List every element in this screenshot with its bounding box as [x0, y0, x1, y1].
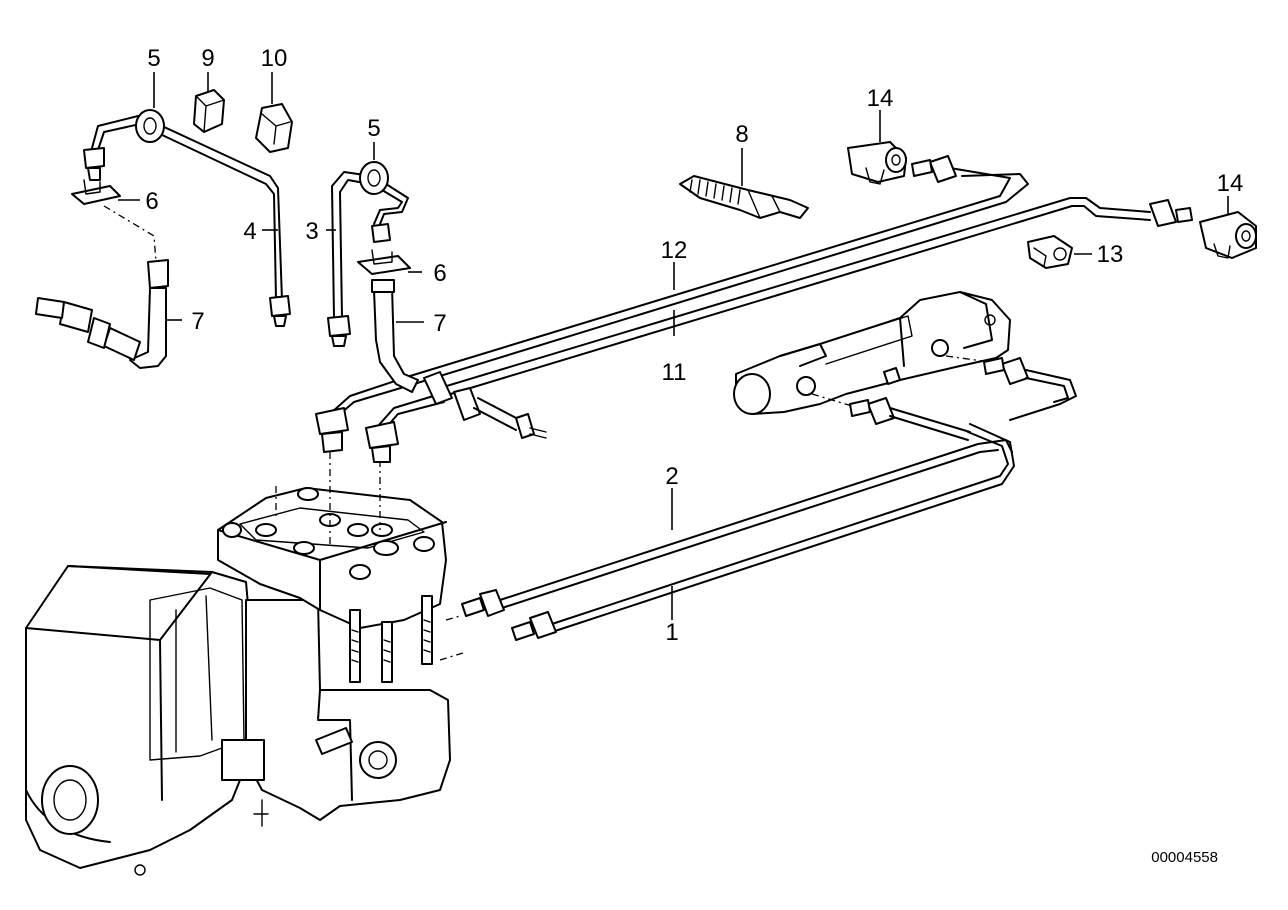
- brake-distributor-14-left: [847, 141, 907, 185]
- callout-10: 10: [261, 45, 288, 72]
- callout-9: 9: [201, 45, 214, 72]
- callout-14-right: 14: [1217, 170, 1244, 197]
- bracket-6-middle: [357, 249, 411, 275]
- master-cylinder: [733, 291, 1011, 415]
- brake-line-1: [511, 423, 1015, 641]
- bracket-6-left: [71, 179, 121, 205]
- leader-lines: [118, 72, 1229, 620]
- mounting-studs: [349, 595, 433, 683]
- callout-7-left: 7: [191, 308, 204, 335]
- brake-hose-7-right: [371, 279, 547, 439]
- callout-13: 13: [1097, 241, 1124, 268]
- grommet-5-left: [135, 109, 165, 143]
- callout-6-left: 6: [145, 188, 158, 215]
- brake-line-11: [439, 197, 1193, 397]
- brake-hose-7-left: [35, 205, 169, 369]
- clip-9: [193, 89, 225, 133]
- callout-5-left: 5: [147, 45, 160, 72]
- clip-13: [1027, 235, 1073, 269]
- callout-8: 8: [735, 121, 748, 148]
- valve-block-pipes: [315, 375, 445, 463]
- brake-line-2: [461, 439, 1013, 617]
- callouts: 5 9 10 5 6 4 3 6 7 7 8 14 14 13 12 11 2 …: [145, 45, 1243, 646]
- brake-distributor-14-right: [1199, 211, 1257, 259]
- callout-12: 12: [661, 237, 688, 264]
- document-number: 00004558: [1151, 849, 1218, 866]
- grommet-5-middle: [359, 161, 389, 195]
- callout-14-left: 14: [867, 85, 894, 112]
- line-holder-8: [679, 175, 809, 219]
- brake-line-12: [409, 155, 1029, 385]
- callout-6-middle: 6: [433, 260, 446, 287]
- brake-line-4: [83, 115, 291, 327]
- callout-3: 3: [305, 218, 318, 245]
- callout-1: 1: [665, 619, 678, 646]
- callout-4: 4: [243, 218, 256, 245]
- callout-5-middle: 5: [367, 115, 380, 142]
- clip-10: [255, 103, 293, 153]
- abs-hydraulic-unit: [25, 452, 467, 876]
- brake-line-3: [327, 171, 409, 347]
- master-cylinder-fittings: [849, 357, 1077, 441]
- callout-2: 2: [665, 463, 678, 490]
- callout-11: 11: [662, 359, 687, 386]
- callout-7-right: 7: [433, 310, 446, 337]
